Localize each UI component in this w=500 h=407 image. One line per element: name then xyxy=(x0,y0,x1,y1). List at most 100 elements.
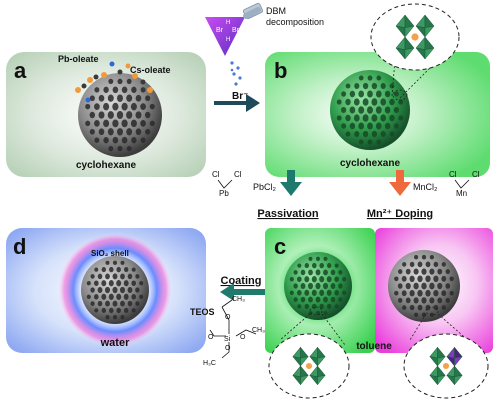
pore xyxy=(308,269,313,276)
pores-c1 xyxy=(289,256,347,316)
pores-c2 xyxy=(394,254,454,318)
pore xyxy=(112,300,118,307)
pore xyxy=(120,260,125,265)
pore xyxy=(315,256,321,262)
pore xyxy=(124,267,129,273)
pore xyxy=(103,137,109,144)
pore xyxy=(140,87,146,93)
bromide-label: Br⁻ xyxy=(232,91,248,102)
pore xyxy=(354,131,360,137)
pore xyxy=(362,130,369,138)
dbm-h-top: H xyxy=(226,20,230,26)
pore xyxy=(389,98,395,106)
pore xyxy=(103,119,110,128)
pore xyxy=(121,136,128,144)
pore xyxy=(103,86,109,93)
pore xyxy=(338,270,343,275)
pore xyxy=(441,262,446,267)
pore xyxy=(389,114,395,122)
pore xyxy=(116,266,121,273)
pore xyxy=(105,315,110,320)
pore xyxy=(89,128,95,135)
pore xyxy=(116,293,122,300)
pore xyxy=(90,301,95,306)
perovskite-octahedra-c1 xyxy=(292,346,326,386)
panel-c: c toluene xyxy=(265,228,493,399)
pore xyxy=(94,137,100,143)
pore xyxy=(94,103,100,110)
pore xyxy=(354,83,360,89)
pore xyxy=(380,83,386,89)
pore xyxy=(342,290,347,296)
pore xyxy=(94,120,100,127)
pore xyxy=(441,290,447,297)
pores-a xyxy=(85,78,155,152)
pore xyxy=(103,102,110,111)
pore xyxy=(109,307,114,314)
pore xyxy=(307,282,314,290)
pore xyxy=(349,90,356,98)
pore xyxy=(342,276,347,282)
pore xyxy=(402,305,407,310)
pore xyxy=(319,262,324,269)
pore xyxy=(311,276,317,283)
pore xyxy=(86,294,91,300)
pore xyxy=(393,91,399,97)
pores-b xyxy=(336,75,404,145)
pore xyxy=(398,99,404,105)
pore xyxy=(414,254,419,260)
pore xyxy=(367,106,373,114)
pore xyxy=(119,286,126,294)
pore xyxy=(429,268,435,275)
arrow-c-to-d xyxy=(220,283,268,301)
pore xyxy=(334,263,339,268)
pore xyxy=(417,304,423,311)
teos-structure xyxy=(209,299,257,359)
pore xyxy=(312,262,317,269)
passivation-step: Cl Cl Pb PbCl₂ Passivation xyxy=(212,170,319,220)
pore xyxy=(414,312,419,318)
pore xyxy=(101,280,107,287)
perovskite-octahedra-c2 xyxy=(429,346,463,386)
pore xyxy=(107,111,114,119)
pore xyxy=(437,282,443,290)
panel-b-solvent: cyclohexane xyxy=(340,158,400,169)
pore xyxy=(445,283,451,289)
panel-b-letter: b xyxy=(274,58,287,83)
pass-metal: Pb xyxy=(219,189,229,198)
octahedron xyxy=(309,365,326,386)
pore xyxy=(97,273,103,280)
pore xyxy=(90,274,95,279)
pore xyxy=(405,282,411,290)
pore xyxy=(131,308,136,313)
panel-c-letter: c xyxy=(274,234,286,259)
pore xyxy=(98,128,105,136)
pore xyxy=(417,289,423,297)
pore xyxy=(349,122,356,130)
pore xyxy=(441,305,446,310)
pore xyxy=(338,283,343,289)
pbcl2-label: PbCl₂ xyxy=(253,182,277,192)
octahedron xyxy=(395,36,415,60)
pore xyxy=(433,261,439,268)
pore xyxy=(327,303,332,309)
pore xyxy=(98,94,105,102)
pore xyxy=(409,289,415,297)
pore xyxy=(345,98,351,106)
pore xyxy=(375,122,382,130)
pore xyxy=(112,86,119,94)
pore xyxy=(338,297,343,302)
pore xyxy=(120,273,125,280)
octahedron xyxy=(429,346,446,367)
pore xyxy=(121,119,128,128)
pore xyxy=(334,304,339,309)
pore xyxy=(97,287,103,293)
pore xyxy=(409,304,415,311)
pore xyxy=(398,115,404,121)
pore xyxy=(101,293,107,300)
pore xyxy=(330,296,336,303)
pore xyxy=(413,282,419,290)
pore xyxy=(94,267,99,272)
